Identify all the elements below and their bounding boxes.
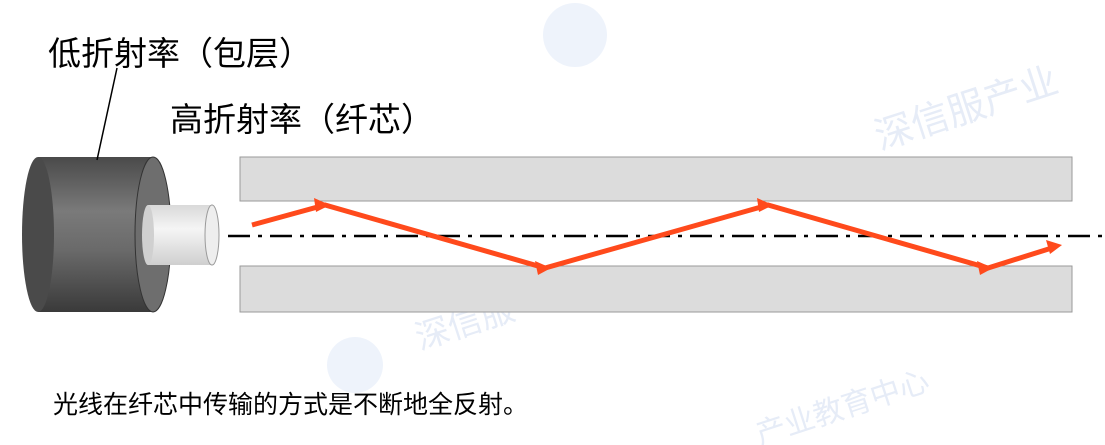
ray-arrowhead	[1046, 240, 1062, 254]
watermark-text: 深信服产业	[869, 58, 1063, 159]
watermark-logo	[327, 337, 383, 393]
ray-arrowhead	[535, 261, 551, 275]
upper-cladding-band	[239, 156, 1073, 202]
core-label: 高折射率（纤芯）	[170, 100, 434, 139]
lower-cladding-band	[239, 265, 1073, 313]
ray-arrowhead	[977, 261, 993, 275]
light-ray-path	[251, 202, 1056, 271]
ray-arrowhead	[757, 198, 773, 212]
fiber-cross-section	[22, 156, 220, 313]
fiber-core	[148, 205, 212, 265]
caption-text: 光线在纤芯中传输的方式是不断地全反射。	[53, 390, 529, 419]
ray-arrowhead	[314, 198, 330, 212]
watermark-logo	[543, 3, 607, 67]
cladding-leader-line	[96, 67, 118, 161]
cladding-label: 低折射率（包层）	[48, 34, 312, 73]
watermark-text: 产业教育中心	[752, 364, 934, 445]
